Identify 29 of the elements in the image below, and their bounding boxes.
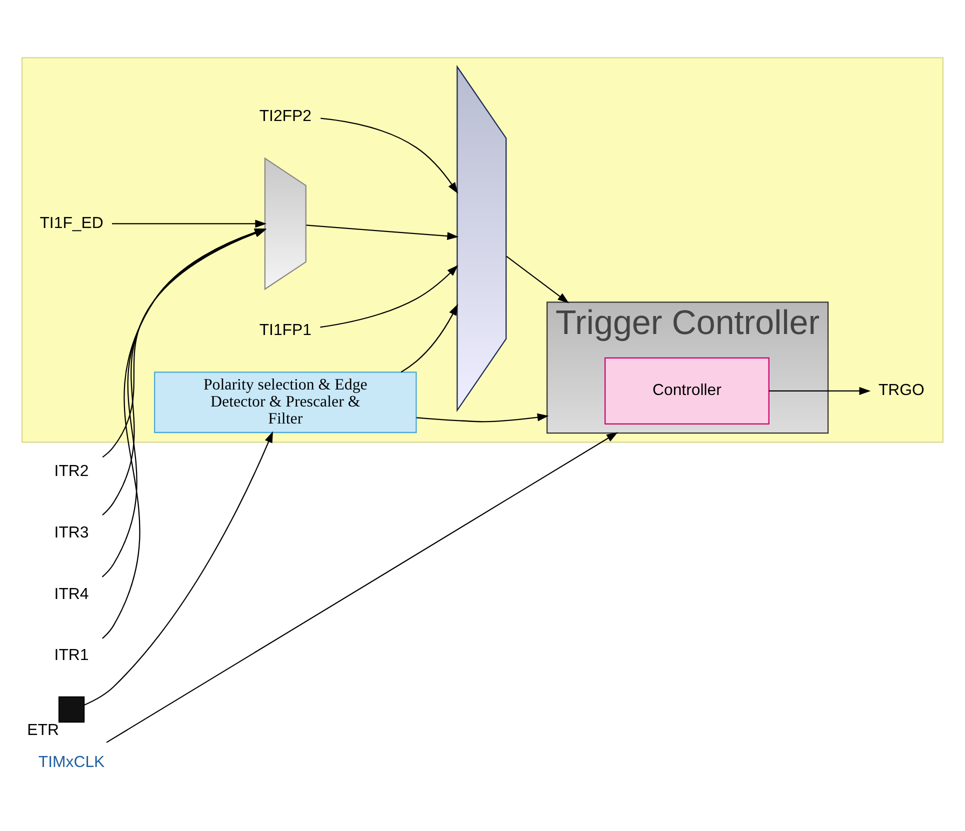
arrow <box>112 219 267 228</box>
node-box <box>58 696 85 722</box>
arrow <box>84 430 273 706</box>
node-box: Polarity selection & Edge Detector & Prescaler & Filter <box>154 371 417 433</box>
node-text: ITR2 <box>54 462 89 480</box>
node-text: ITR3 <box>54 524 89 541</box>
arrow <box>320 117 458 194</box>
node-text: TRGO <box>878 382 924 399</box>
node-text: TI2FP2 <box>259 108 312 125</box>
arrow <box>102 228 266 458</box>
arrow <box>102 228 266 577</box>
arrow <box>306 224 459 240</box>
node-trapezoid <box>456 64 507 412</box>
arrow <box>102 228 266 515</box>
node-text: TI1FP1 <box>259 321 312 338</box>
arrow <box>506 255 570 303</box>
node-label: ETR <box>27 721 60 738</box>
node-text: ITR4 <box>54 585 89 602</box>
node-text: ITR1 <box>54 646 89 664</box>
arrow <box>768 386 871 394</box>
node-trapezoid <box>264 156 306 290</box>
node-box: Controller <box>604 356 770 424</box>
node-text: TIMxCLK <box>38 754 105 771</box>
arrow <box>416 412 549 422</box>
arrow <box>102 228 266 638</box>
arrow <box>106 432 618 742</box>
node-text: TI1F_ED <box>40 214 104 232</box>
arrow <box>320 264 458 328</box>
arrow <box>400 303 458 372</box>
